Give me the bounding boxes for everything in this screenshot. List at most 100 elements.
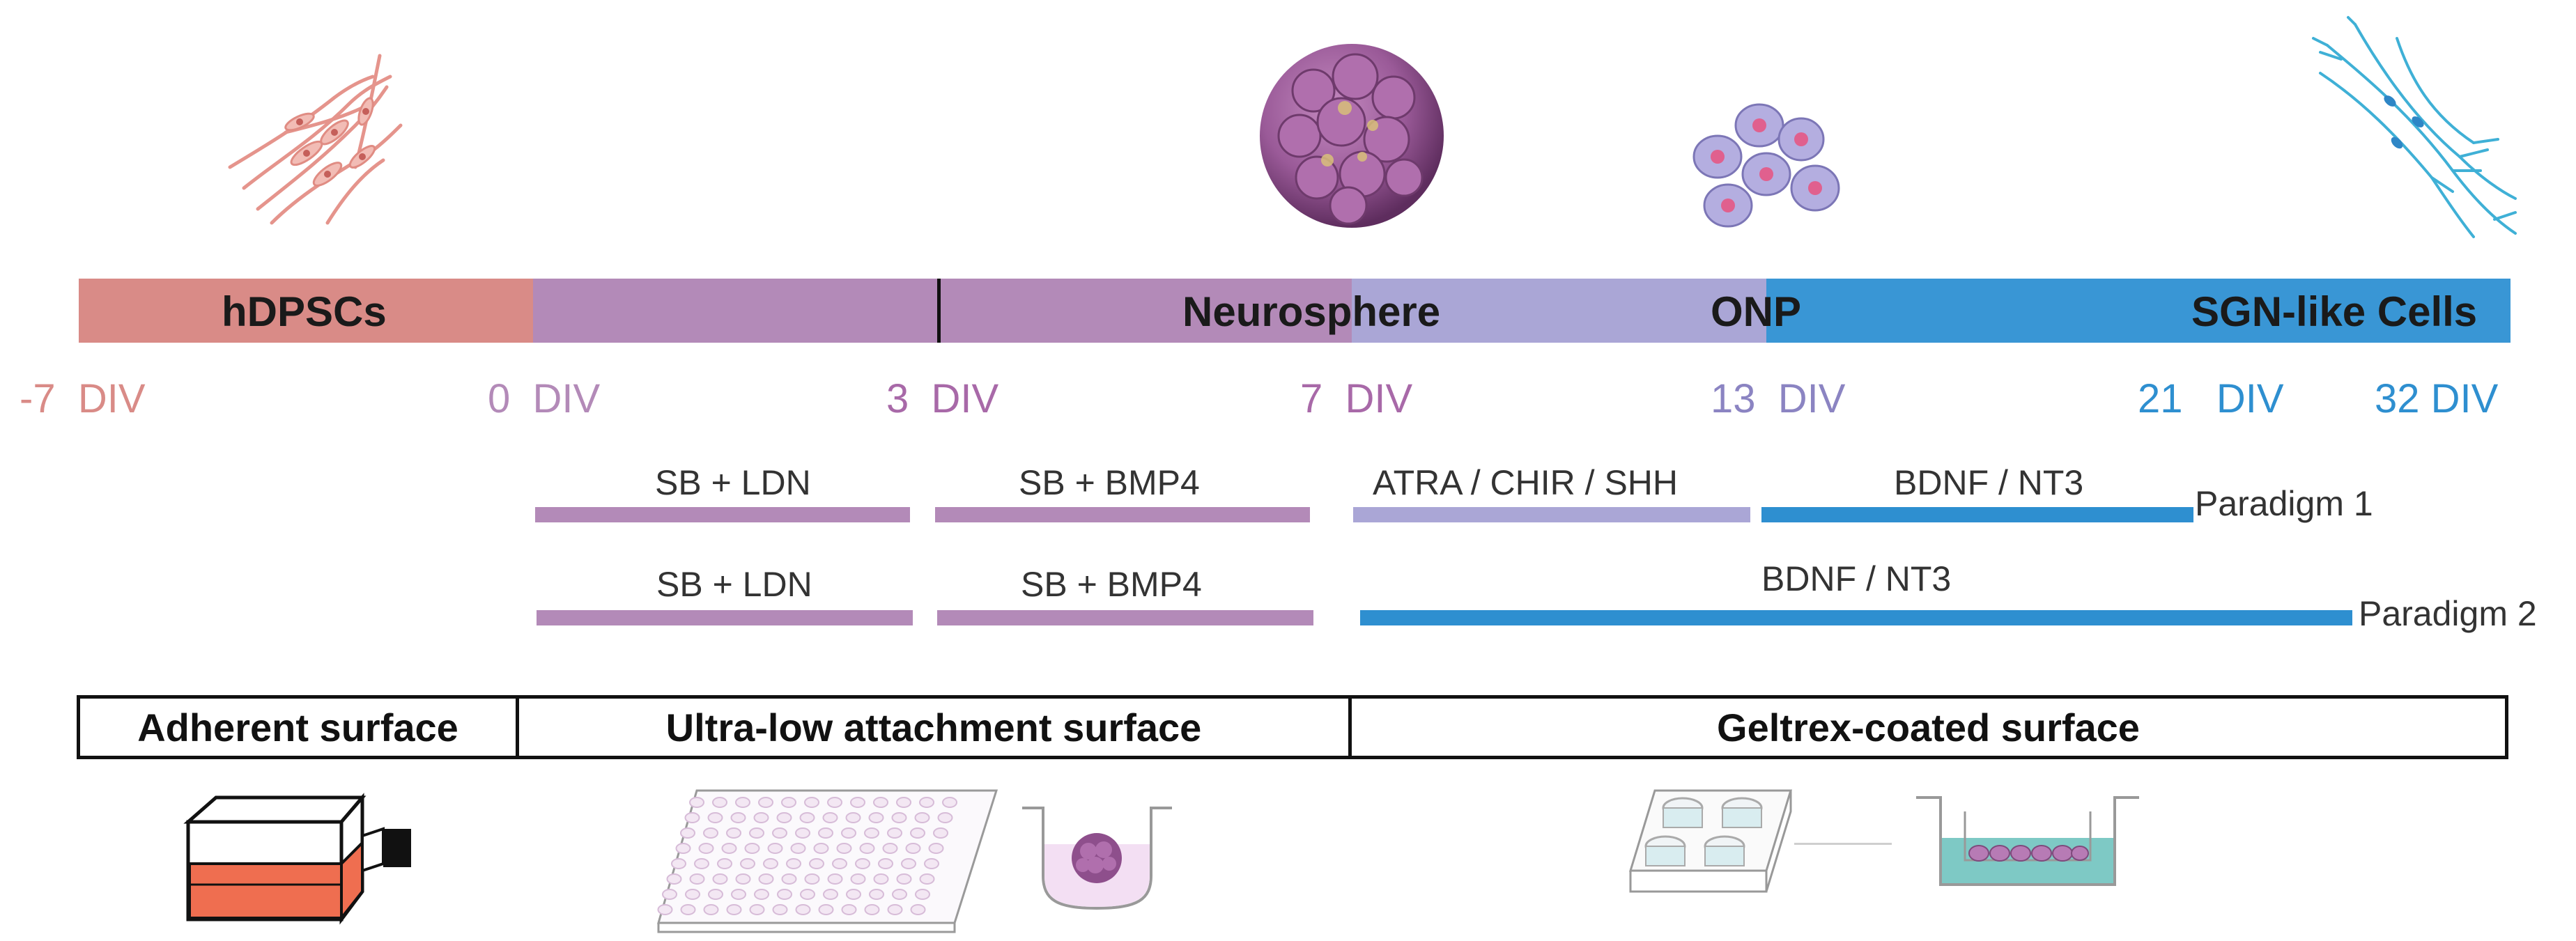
well-dot [721, 843, 737, 854]
well-dot [786, 858, 801, 869]
well-dot [703, 904, 719, 915]
well-dot [846, 889, 861, 900]
well-dot [781, 873, 797, 885]
well-dot [868, 812, 884, 823]
day-label: 21 DIV [2138, 379, 2284, 419]
treatment-label: SB + BMP4 [1021, 565, 1202, 604]
timeline-segment-induction [533, 279, 941, 343]
well-dot [777, 889, 792, 900]
neurosphere-icon [1260, 44, 1444, 228]
well-dot [873, 873, 889, 885]
surface-box-ultra-low: Ultra-low attachment surface [516, 695, 1352, 759]
well-dot [680, 904, 696, 915]
well-dot [891, 812, 907, 823]
culture-well-icon [1022, 807, 1172, 910]
well-dot [827, 797, 842, 808]
treatment-bar [937, 610, 1313, 625]
treatment-label: BDNF / NT3 [1894, 463, 2084, 502]
well-dot [694, 858, 709, 869]
well-dot [914, 812, 930, 823]
well-dot [685, 889, 700, 900]
well-dot [896, 797, 911, 808]
well-dot [905, 843, 921, 854]
well-dot [804, 797, 819, 808]
well-plate-icon [657, 789, 998, 933]
paradigm-label: Paradigm 2 [2359, 594, 2537, 633]
treatment-label: SB + LDN [655, 463, 811, 502]
well-dot [901, 858, 916, 869]
well-dot [717, 858, 732, 869]
well-dot [740, 858, 755, 869]
well-dot [804, 873, 820, 885]
well-dot [712, 797, 727, 808]
well-dot [689, 873, 705, 885]
treatment-bar [1360, 610, 2352, 625]
well-dot [726, 827, 741, 839]
well-dot [822, 812, 838, 823]
well-dot [689, 797, 704, 808]
day-label: 32 DIV [2375, 379, 2498, 419]
well-dot [910, 827, 925, 839]
well-dot [671, 858, 686, 869]
well-dot [799, 812, 815, 823]
treatment-bar [935, 507, 1310, 522]
well-dot [707, 812, 723, 823]
surface-label: Geltrex-coated surface [1717, 705, 2140, 749]
well-dot [763, 858, 778, 869]
day-number: 3 [886, 376, 909, 421]
day-label: 3 DIV [886, 379, 998, 419]
well-dot [795, 827, 810, 839]
fibroblast-cells-icon [228, 54, 403, 225]
well-dot [887, 904, 903, 915]
well-dot [864, 827, 879, 839]
timeline-segment-onp [1352, 279, 1766, 343]
well-dot [827, 873, 843, 885]
treatment-label: SB + BMP4 [1019, 463, 1200, 502]
well-dot [708, 889, 723, 900]
well-dot [795, 904, 811, 915]
well-dot [919, 797, 934, 808]
well-dot [744, 843, 760, 854]
treatment-bar [1353, 507, 1750, 522]
well-dot [754, 889, 769, 900]
day-label: -7 DIV [20, 379, 146, 419]
well-dot [731, 889, 746, 900]
treatment-label: ATRA / CHIR / SHH [1373, 463, 1679, 502]
well-dot [882, 843, 898, 854]
well-dot [675, 843, 691, 854]
well-dot [887, 827, 902, 839]
well-dot [781, 797, 796, 808]
culture-flask-icon [183, 793, 411, 925]
well-dot [942, 797, 957, 808]
day-unit: DIV [77, 376, 146, 421]
treatment-bar [535, 507, 910, 522]
well-dot [841, 904, 857, 915]
surface-box-adherent: Adherent surface [77, 695, 519, 759]
day-number: -7 [20, 376, 56, 421]
surface-label: Adherent surface [137, 705, 458, 749]
well-dot [896, 873, 912, 885]
well-dot [818, 827, 833, 839]
day-unit: DIV [931, 376, 999, 421]
well-dot [845, 812, 861, 823]
well-dot [832, 858, 847, 869]
well-dot [928, 843, 944, 854]
well-dot [698, 843, 714, 854]
well-dot [924, 858, 939, 869]
well-dot [910, 904, 926, 915]
day-number: 7 [1300, 376, 1323, 421]
day-number: 0 [488, 376, 511, 421]
well-dot [735, 797, 750, 808]
day-unit: DIV [1777, 376, 1846, 421]
well-dot [869, 889, 884, 900]
well-dot [892, 889, 907, 900]
paradigm-label: Paradigm 1 [2195, 484, 2373, 523]
timeline-segment-sgn [1766, 279, 2511, 343]
day-label: 0 DIV [488, 379, 600, 419]
well-dot [823, 889, 838, 900]
day-unit: DIV [2430, 376, 2499, 421]
treatment-bar [537, 610, 913, 625]
treatment-bar [1761, 507, 2193, 522]
well-dot [836, 843, 852, 854]
